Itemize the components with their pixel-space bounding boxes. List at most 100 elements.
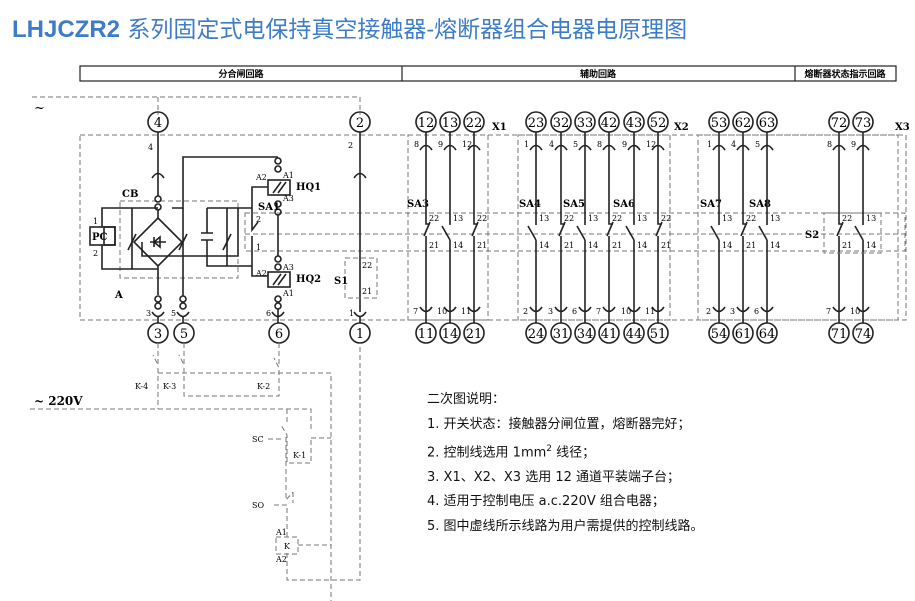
contact-pin-label: 22 — [612, 214, 622, 223]
contact-point — [154, 195, 162, 203]
hq2-coil — [267, 271, 291, 288]
contact-pin-label: 14 — [453, 241, 463, 250]
pin-label: 22 — [362, 261, 372, 270]
terminal-label: 22 — [466, 116, 483, 131]
pin-label: 1 — [256, 243, 261, 252]
control-wire — [285, 409, 294, 537]
contact-pin-label: 22 — [564, 214, 574, 223]
pin-label: 4 — [549, 140, 554, 149]
coil-k-label: K — [284, 542, 291, 551]
terminal-label: 11 — [418, 327, 435, 342]
pin-label: 11 — [461, 307, 471, 316]
terminal-block-x2-frame — [517, 134, 671, 321]
ac-symbol: ~ — [34, 101, 45, 116]
contact-pin-label: 22 — [842, 214, 852, 223]
contact-pin-label: 21 — [564, 241, 574, 250]
supply-voltage-label: ~ 220V — [34, 394, 83, 408]
no-contact — [625, 132, 635, 323]
header-fuse-indicator-circuit: 熔断器状态指示回路 — [804, 68, 886, 80]
k-coil — [275, 536, 299, 555]
contact-point — [274, 165, 282, 173]
contact-pin-label: 21 — [429, 241, 439, 250]
superscript: 2 — [546, 444, 553, 454]
terminal-block-label: X2 — [674, 122, 689, 133]
diode-icon — [150, 235, 166, 249]
note-item: 2. 控制线选用 1mm2 线径； — [427, 437, 704, 466]
s1-label: S1 — [334, 276, 348, 287]
pin-label: 4 — [731, 140, 736, 149]
pin-label: A1 — [282, 171, 294, 180]
cb-label: CB — [122, 189, 138, 200]
hq2-label: HQ2 — [296, 274, 321, 285]
contact-pin-label: 14 — [866, 241, 876, 250]
mechanical-link-box — [244, 212, 906, 252]
terminal-label: 5 — [180, 327, 188, 342]
pin-label: 8 — [827, 140, 832, 149]
terminal-label: 24 — [528, 327, 545, 342]
nc-contact — [423, 132, 431, 323]
terminal-label: 14 — [442, 327, 459, 342]
connector-icon — [151, 311, 367, 318]
title-text: 系列固定式电保持真空接触器-熔断器组合电器电原理图 — [120, 17, 688, 43]
pin-label: 12 — [646, 140, 656, 149]
contact-k4-label: K-4 — [135, 382, 148, 391]
contact-pin-label: 21 — [661, 241, 671, 250]
switch-label: SA3 — [407, 199, 429, 210]
control-wire — [286, 343, 361, 581]
pin-label: 5 — [755, 140, 760, 149]
contact-pin-label: 14 — [770, 241, 780, 250]
wire — [251, 186, 268, 208]
nc-contact — [836, 132, 844, 323]
device-enclosure — [79, 134, 899, 321]
contact-point — [274, 302, 282, 310]
contact-pin-label: 21 — [842, 241, 852, 250]
varistor-icon — [178, 233, 188, 251]
pin-label: 5 — [573, 140, 578, 149]
contact-pin-label: 22 — [661, 214, 671, 223]
switch-label: SA6 — [613, 199, 635, 210]
terminal-label: 51 — [650, 327, 667, 342]
contact-k1-label: K-1 — [293, 451, 306, 460]
terminal-label: 13 — [442, 116, 459, 131]
no-contact — [758, 132, 768, 323]
pin-label: 9 — [851, 140, 856, 149]
pin-label: 7 — [596, 307, 601, 316]
section-header: 分合闸回路 辅助回路 熔断器状态指示回路 — [79, 65, 897, 82]
pin-label: A3 — [282, 194, 294, 203]
terminal-label: 74 — [855, 327, 872, 342]
pc-pin-label: 1 — [93, 217, 98, 226]
terminal-label: 31 — [553, 327, 570, 342]
sa1-label: SA1 — [258, 202, 280, 213]
header-auxiliary-circuit: 辅助回路 — [580, 68, 617, 80]
terminal-block-label: X1 — [492, 122, 507, 133]
hq1-label: HQ1 — [296, 182, 321, 193]
contact-point — [274, 263, 282, 271]
terminal-label: 72 — [831, 116, 848, 131]
coil-icon — [272, 181, 287, 194]
wire — [101, 207, 158, 270]
nc-contact — [740, 132, 748, 323]
pin-label: 8 — [597, 140, 602, 149]
contact-pin-label: 14 — [539, 241, 549, 250]
note-item: 5. 图中虚线所示线路为用户需提供的控制线路。 — [427, 518, 704, 534]
wire — [157, 309, 361, 323]
terminal-label: 6 — [275, 327, 283, 342]
terminal-label: 63 — [759, 116, 776, 131]
pin-label: 5 — [171, 309, 176, 318]
no-contact — [710, 132, 720, 323]
page-title: LHJCZR2 系列固定式电保持真空接触器-熔断器组合电器电原理图 — [12, 10, 687, 44]
terminal-block-x1-frame — [407, 134, 489, 321]
switch-label: SA5 — [563, 199, 585, 210]
terminal-label: 21 — [466, 327, 483, 342]
pin-label: 6 — [572, 307, 577, 316]
pc-pin-label: 2 — [93, 249, 98, 258]
nc-contact — [655, 132, 663, 323]
s1-box — [344, 257, 378, 299]
pushbutton-link — [268, 438, 288, 506]
pin-label: 3 — [146, 309, 151, 318]
s2-box — [823, 212, 882, 254]
contact-point — [179, 302, 187, 310]
pin-label: 12 — [462, 140, 472, 149]
contact-pin-label: 13 — [866, 214, 876, 223]
